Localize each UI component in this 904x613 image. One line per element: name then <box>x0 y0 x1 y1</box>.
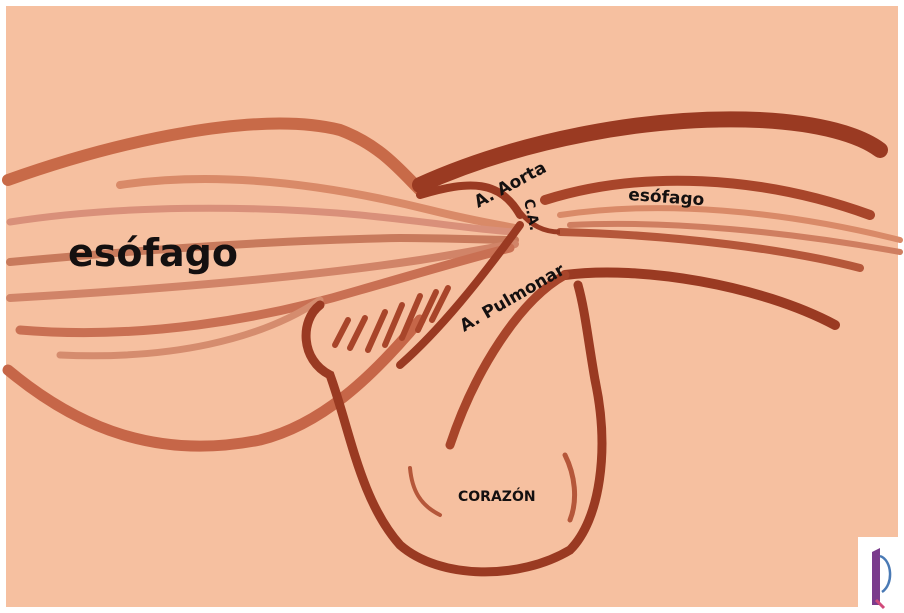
logo-mark-icon <box>858 537 904 613</box>
label-corazon: CORAZÓN <box>458 487 536 505</box>
label-esofago-left: esófago <box>68 231 238 275</box>
logo-background <box>858 537 904 613</box>
logo-bar <box>872 548 880 605</box>
